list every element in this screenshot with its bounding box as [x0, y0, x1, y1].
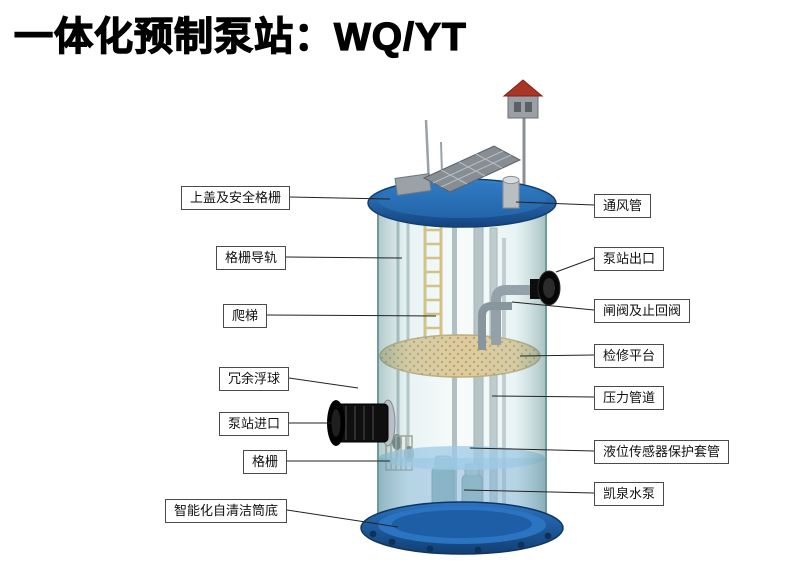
label-level-sensor-sleeve: 液位传感器保护套管 — [594, 440, 730, 464]
outlet-pipe-and-valves — [478, 270, 561, 350]
label-text: 凯泉水泵 — [603, 486, 656, 501]
label-text: 智能化自清洁筒底 — [173, 503, 278, 518]
label-pump-station-outlet: 泵站出口 — [594, 247, 665, 271]
label-text: 泵站出口 — [603, 251, 656, 266]
tank-body — [377, 203, 547, 548]
label-text: 冗余浮球 — [227, 371, 280, 386]
label-text: 液位传感器保护套管 — [603, 444, 721, 459]
label-text: 泵站进口 — [227, 416, 280, 431]
label-self-cleaning-bottom: 智能化自清洁筒底 — [164, 499, 287, 523]
label-text: 爬梯 — [231, 308, 258, 323]
label-pressure-pipeline: 压力管道 — [594, 386, 665, 410]
label-pump-station-inlet: 泵站进口 — [218, 412, 289, 436]
label-text: 格栅 — [251, 454, 278, 469]
vent-pipe — [502, 175, 520, 209]
inlet-pipe — [327, 399, 396, 447]
roof-mast-and-box — [502, 79, 544, 188]
label-text: 检修平台 — [603, 348, 656, 363]
label-text: 闸阀及止回阀 — [603, 303, 682, 318]
label-grille-guide-rail: 格栅导轨 — [215, 246, 286, 270]
label-kaiquan-pump: 凯泉水泵 — [594, 482, 665, 506]
label-grille: 格栅 — [242, 450, 287, 474]
label-redundant-float: 冗余浮球 — [218, 367, 289, 391]
page-title: 一体化预制泵站：WQ/YT — [13, 15, 467, 59]
label-text: 格栅导轨 — [224, 250, 277, 265]
label-vent-pipe: 通风管 — [594, 194, 652, 218]
bottom-flange — [360, 501, 564, 555]
label-maintenance-platform: 检修平台 — [594, 344, 665, 368]
label-text: 通风管 — [603, 198, 643, 213]
callout-lines — [266, 196, 595, 528]
label-top-cover-safety-grille: 上盖及安全格栅 — [180, 186, 290, 210]
access-hatch-panel — [394, 145, 522, 196]
label-gate-check-valve: 闸阀及止回阀 — [594, 299, 691, 323]
label-ladder: 爬梯 — [222, 304, 267, 328]
label-text: 上盖及安全格栅 — [189, 190, 281, 205]
label-text: 压力管道 — [603, 390, 656, 405]
